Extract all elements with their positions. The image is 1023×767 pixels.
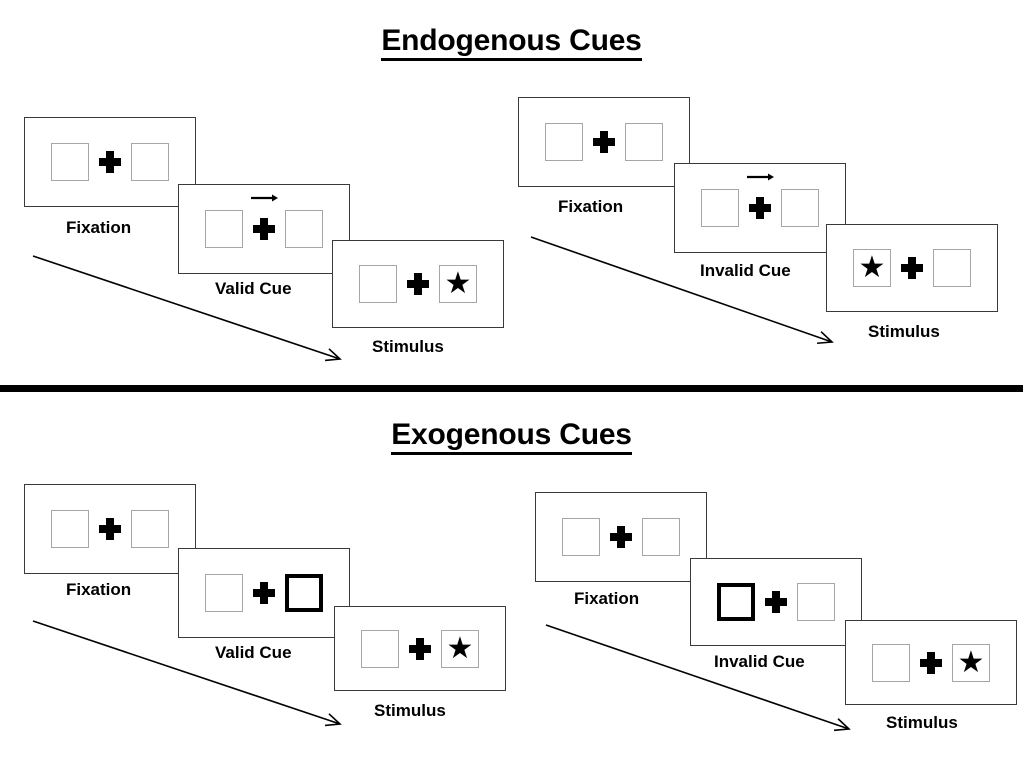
panel-content [205,194,323,250]
endo-invalid-cue-right-box [781,189,819,227]
plus-icon [920,651,942,674]
plus-icon [593,131,615,153]
panel-caption-endo-invalid-cue: Invalid Cue [700,261,791,280]
panel-content [51,141,169,183]
endo-valid-fixation-left-box [51,143,89,181]
panel-caption-endo-valid-fixation: Fixation [66,218,132,237]
arrow-right-cue-icon [249,193,279,203]
plus-icon [749,197,771,219]
endo-invalid-stimulus-right-box [933,249,971,287]
trial-panel-exo-valid-stimulus: ★ [334,606,506,691]
trial-panel-endo-valid-cue [178,184,350,274]
panel-caption-exo-valid-stimulus: Stimulus [374,701,446,720]
endo-valid-stimulus-right-box: ★ [439,265,477,303]
endo-invalid-stimulus-fixation-cross-icon [891,247,933,289]
section-title-text: Endogenous Cues [381,24,642,61]
panel-caption-endo-invalid-fixation: Fixation [558,197,624,216]
panel-content: ★ [361,628,479,670]
exo-valid-fixation-fixation-cross-icon [89,508,131,550]
plus-icon [610,526,632,548]
section-title-exogenous: Exogenous Cues [0,418,1023,455]
panel-content [562,516,680,558]
exo-invalid-cue-left-box [717,583,755,621]
panel-content [51,508,169,550]
panel-content [701,173,819,229]
endo-valid-cue-fixation-cross-icon [243,194,285,250]
panel-caption-exo-valid-cue: Valid Cue [215,643,292,662]
exo-invalid-fixation-left-box [562,518,600,556]
panel-caption-exo-invalid-fixation: Fixation [574,589,640,608]
endo-valid-cue-right-box [285,210,323,248]
exo-invalid-stimulus-right-box: ★ [952,643,990,682]
exo-invalid-fixation-fixation-cross-icon [600,516,642,558]
endo-invalid-fixation-left-box [545,123,583,161]
endo-valid-stimulus-fixation-cross-icon [397,263,439,305]
panel-content: ★ [359,263,477,305]
star-icon: ★ [444,267,472,300]
exo-invalid-fixation-right-box [642,518,680,556]
exo-invalid-cue-fixation-cross-icon [755,581,797,623]
trial-panel-endo-invalid-fixation [518,97,690,187]
exo-valid-cue-fixation-cross-icon [243,572,285,614]
section-divider [0,385,1023,392]
panel-caption-endo-invalid-stimulus: Stimulus [868,322,940,341]
endo-valid-fixation-fixation-cross-icon [89,141,131,183]
star-icon: ★ [858,251,886,284]
plus-icon [901,257,923,279]
exo-valid-cue-right-box [285,574,323,612]
exo-valid-fixation-left-box [51,510,89,548]
panel-caption-exo-valid-fixation: Fixation [66,580,132,599]
star-icon: ★ [446,631,474,665]
exo-valid-fixation-right-box [131,510,169,548]
plus-icon [253,218,275,240]
endo-invalid-fixation-fixation-cross-icon [583,121,625,163]
panel-caption-endo-valid-cue: Valid Cue [215,279,292,298]
plus-icon [99,151,121,173]
trial-panel-exo-valid-fixation [24,484,196,574]
plus-icon [253,582,275,604]
endo-invalid-stimulus-left-box: ★ [853,249,891,287]
trial-panel-exo-invalid-stimulus: ★ [845,620,1017,705]
endo-invalid-cue-fixation-cross-icon [739,173,781,229]
arrow-right-cue-icon [745,172,775,182]
panel-content [545,121,663,163]
trial-panel-exo-valid-cue [178,548,350,638]
plus-icon [99,518,121,540]
panel-caption-exo-invalid-cue: Invalid Cue [714,652,805,671]
panel-content: ★ [853,247,971,289]
section-title-text: Exogenous Cues [391,418,632,455]
panel-content [717,581,835,623]
trial-panel-endo-valid-fixation [24,117,196,207]
trial-panel-endo-invalid-cue [674,163,846,253]
endo-valid-fixation-right-box [131,143,169,181]
exo-valid-stimulus-right-box: ★ [441,629,479,668]
trial-panel-exo-invalid-fixation [535,492,707,582]
endo-invalid-fixation-right-box [625,123,663,161]
section-title-endogenous: Endogenous Cues [0,24,1023,61]
trial-panel-endo-invalid-stimulus: ★ [826,224,998,312]
trial-panel-exo-invalid-cue [690,558,862,646]
plus-icon [409,637,431,660]
panel-caption-endo-valid-stimulus: Stimulus [372,337,444,356]
endo-valid-stimulus-left-box [359,265,397,303]
exo-invalid-stimulus-left-box [872,643,910,682]
plus-icon [407,273,429,295]
endo-invalid-cue-left-box [701,189,739,227]
star-icon: ★ [957,645,985,679]
exo-invalid-cue-right-box [797,583,835,621]
plus-icon [765,591,787,613]
exo-valid-stimulus-fixation-cross-icon [399,628,441,670]
endo-valid-cue-left-box [205,210,243,248]
trial-panel-endo-valid-stimulus: ★ [332,240,504,328]
exo-valid-stimulus-left-box [361,629,399,668]
panel-content: ★ [872,642,990,684]
exo-invalid-stimulus-fixation-cross-icon [910,642,952,684]
exo-valid-cue-left-box [205,574,243,612]
panel-content [205,572,323,614]
panel-caption-exo-invalid-stimulus: Stimulus [886,713,958,732]
